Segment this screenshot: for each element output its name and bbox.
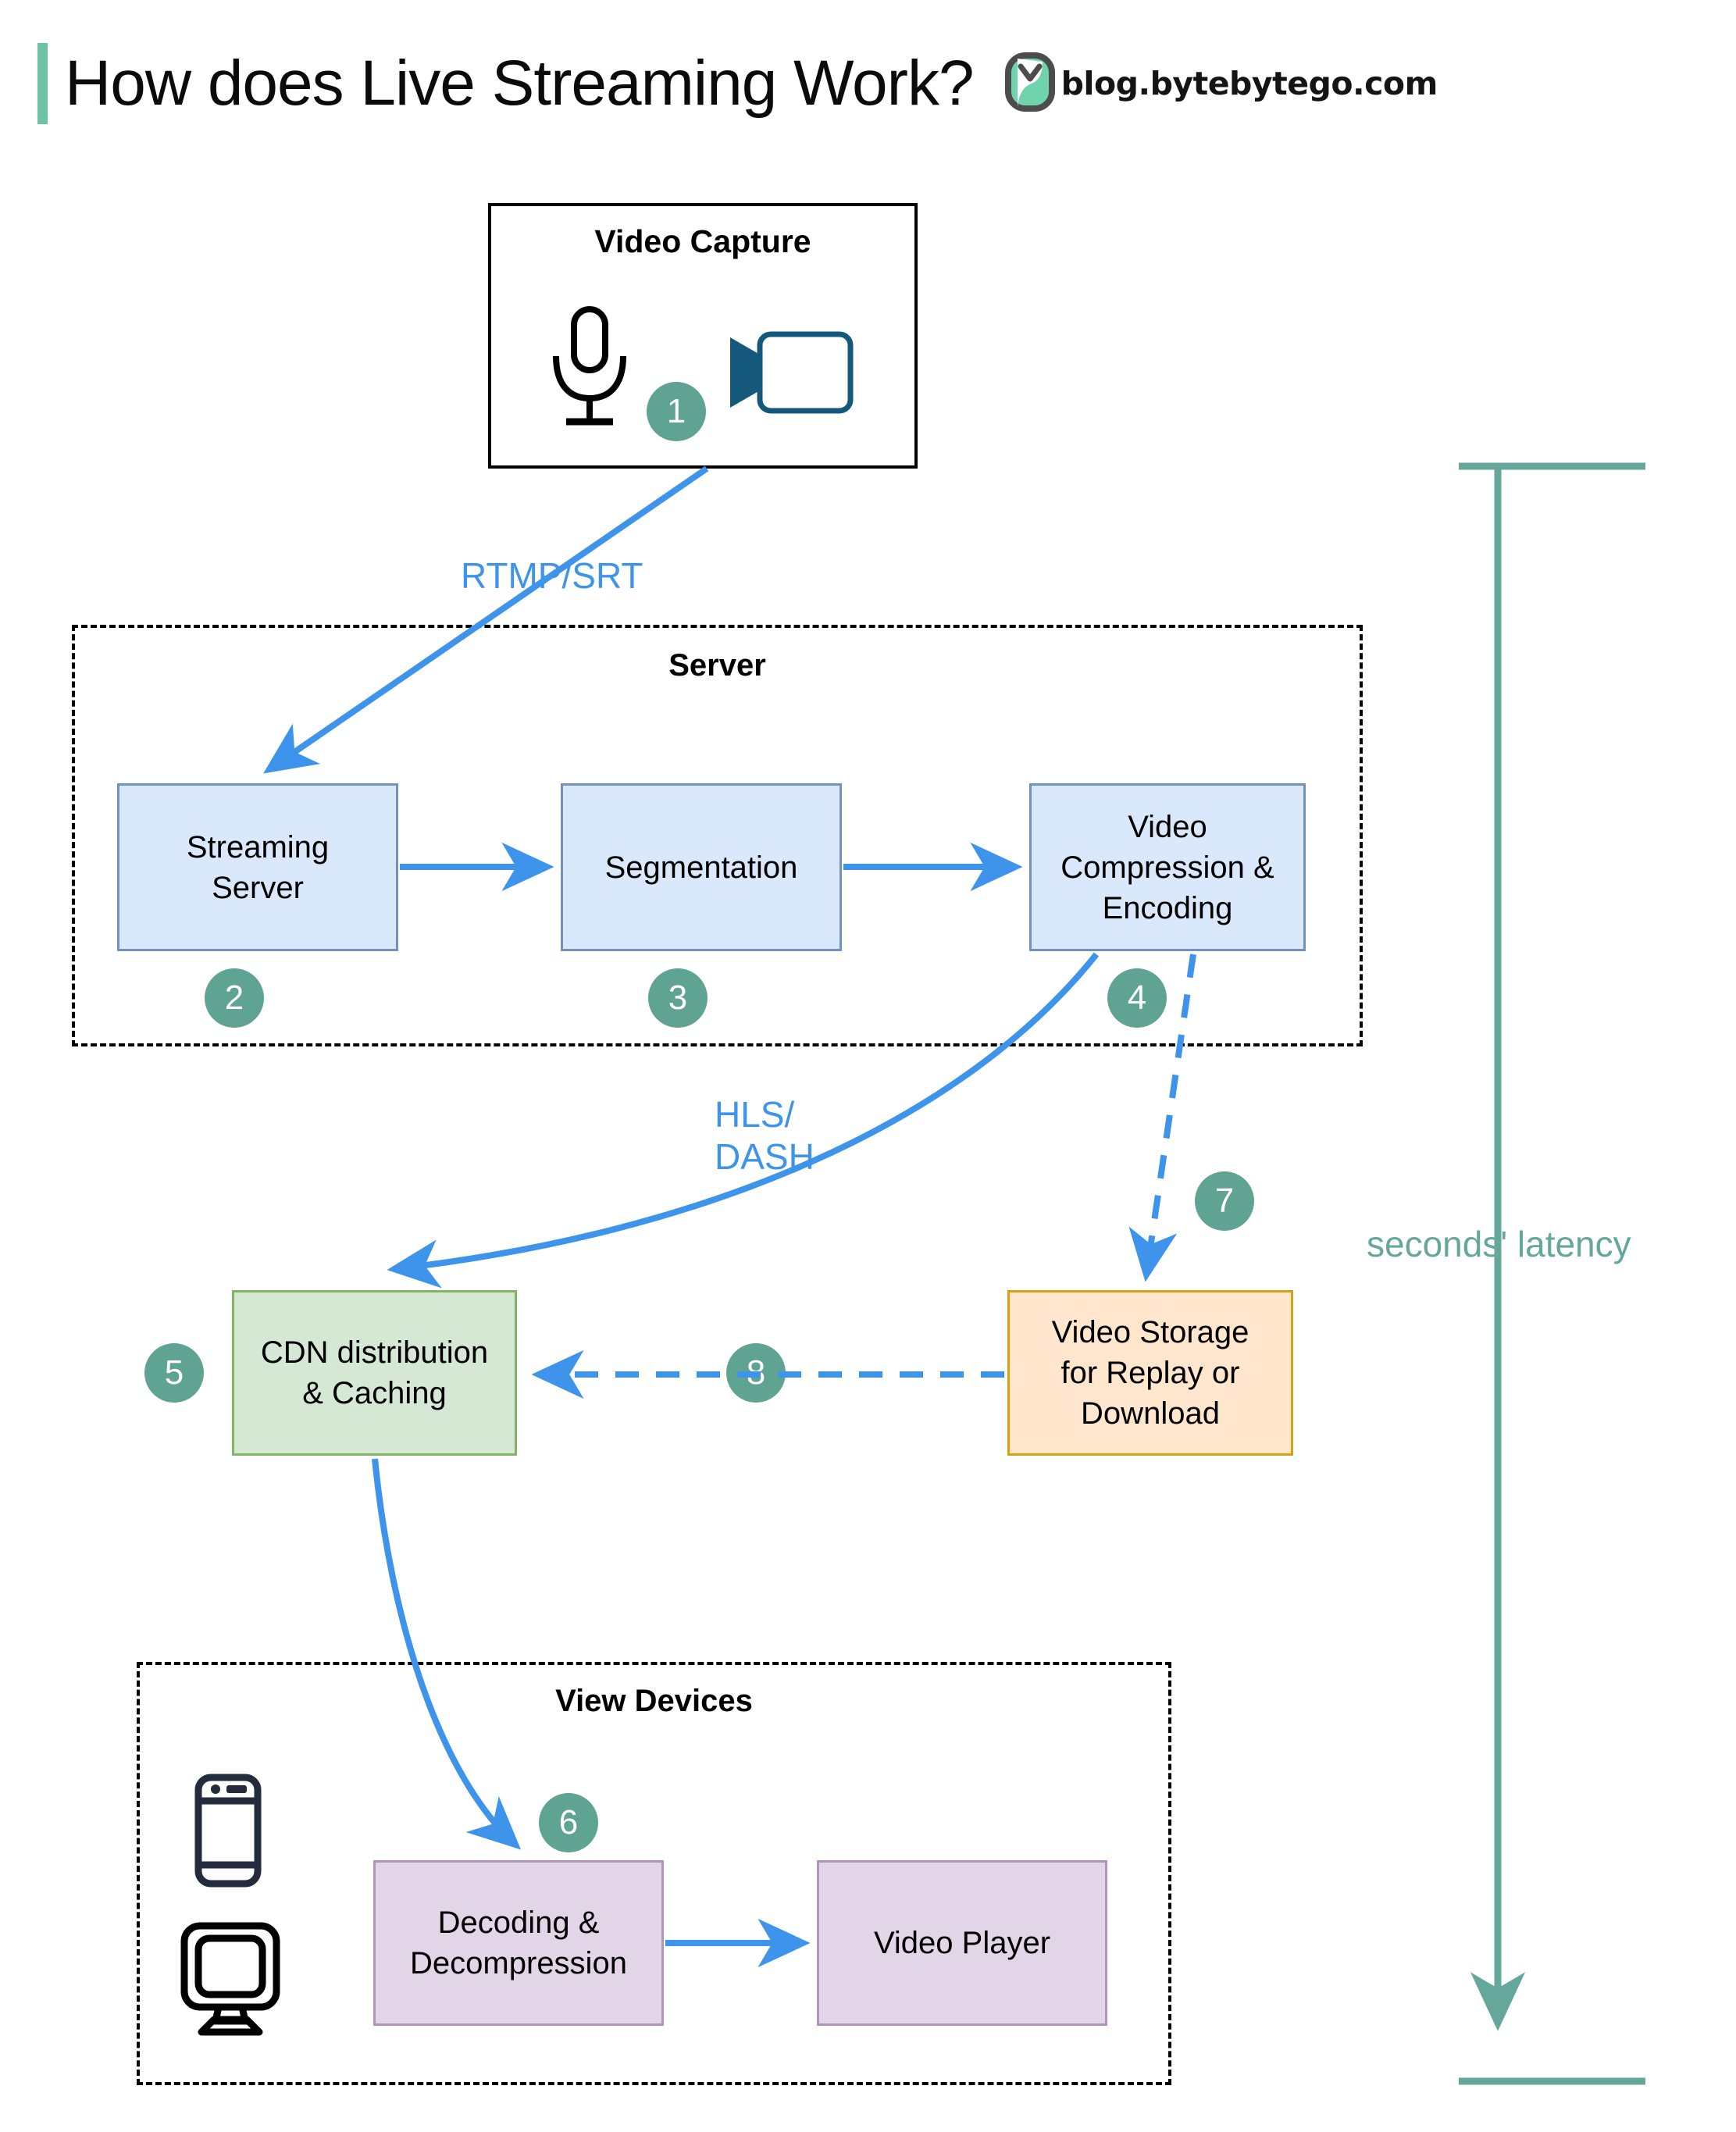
bytebytego-logo-icon: [1004, 52, 1055, 116]
view-devices-group-title: View Devices: [555, 1684, 753, 1718]
node-video-storage-label: Video Storage for Replay or Download: [1051, 1315, 1249, 1431]
brand-block: blog.bytebytego.com: [1004, 52, 1438, 116]
node-video-player-label: Video Player: [873, 1926, 1051, 1960]
server-group-title: Server: [668, 648, 766, 683]
node-segmentation[interactable]: Segmentation: [561, 783, 842, 951]
node-segmentation-label: Segmentation: [604, 850, 798, 885]
badge-2: 2: [205, 968, 264, 1028]
edge-label-hls-dash: HLS/ DASH: [715, 1094, 815, 1177]
edge-label-rtmp-srt: RTMP/SRT: [461, 555, 643, 596]
latency-annotation-label: seconds' latency: [1367, 1224, 1631, 1264]
video-camera-icon: [722, 328, 855, 422]
microphone-icon: [539, 305, 640, 430]
badge-6: 6: [539, 1793, 598, 1852]
badge-3: 3: [648, 968, 708, 1028]
badge-1: 1: [647, 382, 706, 441]
node-decoding[interactable]: Decoding & Decompression: [373, 1860, 664, 2026]
node-cdn[interactable]: CDN distribution & Caching: [232, 1290, 517, 1456]
badge-5: 5: [144, 1343, 204, 1403]
node-streaming-server[interactable]: Streaming Server: [117, 783, 398, 951]
page-header: How does Live Streaming Work? blog.byteb…: [37, 41, 1521, 127]
node-decoding-label: Decoding & Decompression: [410, 1906, 627, 1980]
node-cdn-label: CDN distribution & Caching: [260, 1335, 489, 1410]
badge-4: 4: [1107, 968, 1167, 1028]
monitor-icon: [180, 1921, 281, 2037]
node-video-compression-label: Video Compression & Encoding: [1060, 809, 1274, 925]
badge-8: 8: [726, 1343, 786, 1403]
node-video-player[interactable]: Video Player: [817, 1860, 1107, 2026]
node-streaming-server-label: Streaming Server: [186, 829, 330, 905]
view-devices-group: [137, 1662, 1171, 2085]
badge-7: 7: [1195, 1171, 1254, 1231]
page-title: How does Live Streaming Work?: [65, 48, 975, 119]
node-video-compression[interactable]: Video Compression & Encoding: [1029, 783, 1306, 951]
brand-url: blog.bytebytego.com: [1060, 65, 1438, 102]
video-capture-title: Video Capture: [594, 223, 811, 259]
node-video-storage[interactable]: Video Storage for Replay or Download: [1007, 1290, 1293, 1456]
title-accent-bar: [37, 43, 48, 124]
smartphone-icon: [194, 1773, 262, 1888]
